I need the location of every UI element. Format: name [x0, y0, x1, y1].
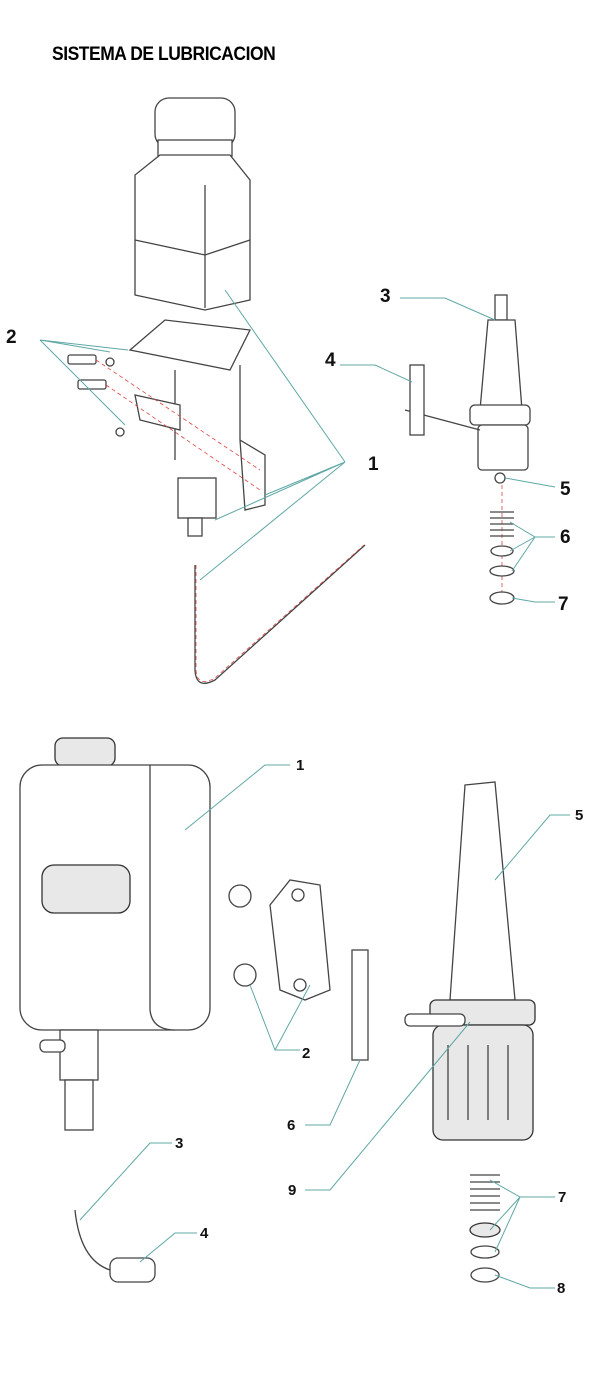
bottle-bracket: [128, 319, 266, 511]
bracket-and-screws: [228, 879, 331, 1001]
spring-and-seals-bottom: [469, 1174, 501, 1283]
callout-6: 6: [560, 527, 571, 548]
callout-b5: 5: [575, 807, 583, 824]
assembly-line: [95, 359, 261, 471]
valve-block: [177, 477, 217, 537]
tube-centerline: [195, 544, 365, 682]
oil-bottle: [134, 97, 251, 311]
callout-b1: 1: [296, 757, 304, 774]
callout-1: 1: [368, 454, 379, 475]
oil-tank: [19, 737, 211, 1131]
rod: [351, 949, 369, 1061]
oil-hose: [74, 1209, 111, 1271]
callout-4: 4: [325, 350, 336, 371]
callout-b6: 6: [287, 1117, 295, 1134]
callout-5: 5: [560, 479, 571, 500]
callout-b3: 3: [175, 1135, 183, 1152]
leader-lines-top: [39, 289, 556, 603]
callout-7: 7: [558, 594, 569, 615]
page-title: SISTEMA DE LUBRICACION: [52, 44, 276, 65]
lubricator-head: [404, 781, 536, 1141]
lubricator-body: [404, 294, 531, 484]
callout-b2: 2: [302, 1045, 310, 1062]
assembly-line: [105, 384, 261, 491]
callout-3: 3: [380, 286, 391, 307]
callout-b8: 8: [557, 1280, 565, 1297]
hose-fitting: [109, 1257, 156, 1283]
callout-b9: 9: [288, 1182, 296, 1199]
leader-lines-bottom: [79, 764, 570, 1289]
oil-tube: [194, 544, 366, 684]
screws: [67, 354, 125, 437]
spring-and-seals: [489, 511, 515, 605]
callout-b7: 7: [558, 1189, 566, 1206]
callout-b4: 4: [200, 1225, 209, 1242]
callout-2: 2: [6, 327, 17, 348]
